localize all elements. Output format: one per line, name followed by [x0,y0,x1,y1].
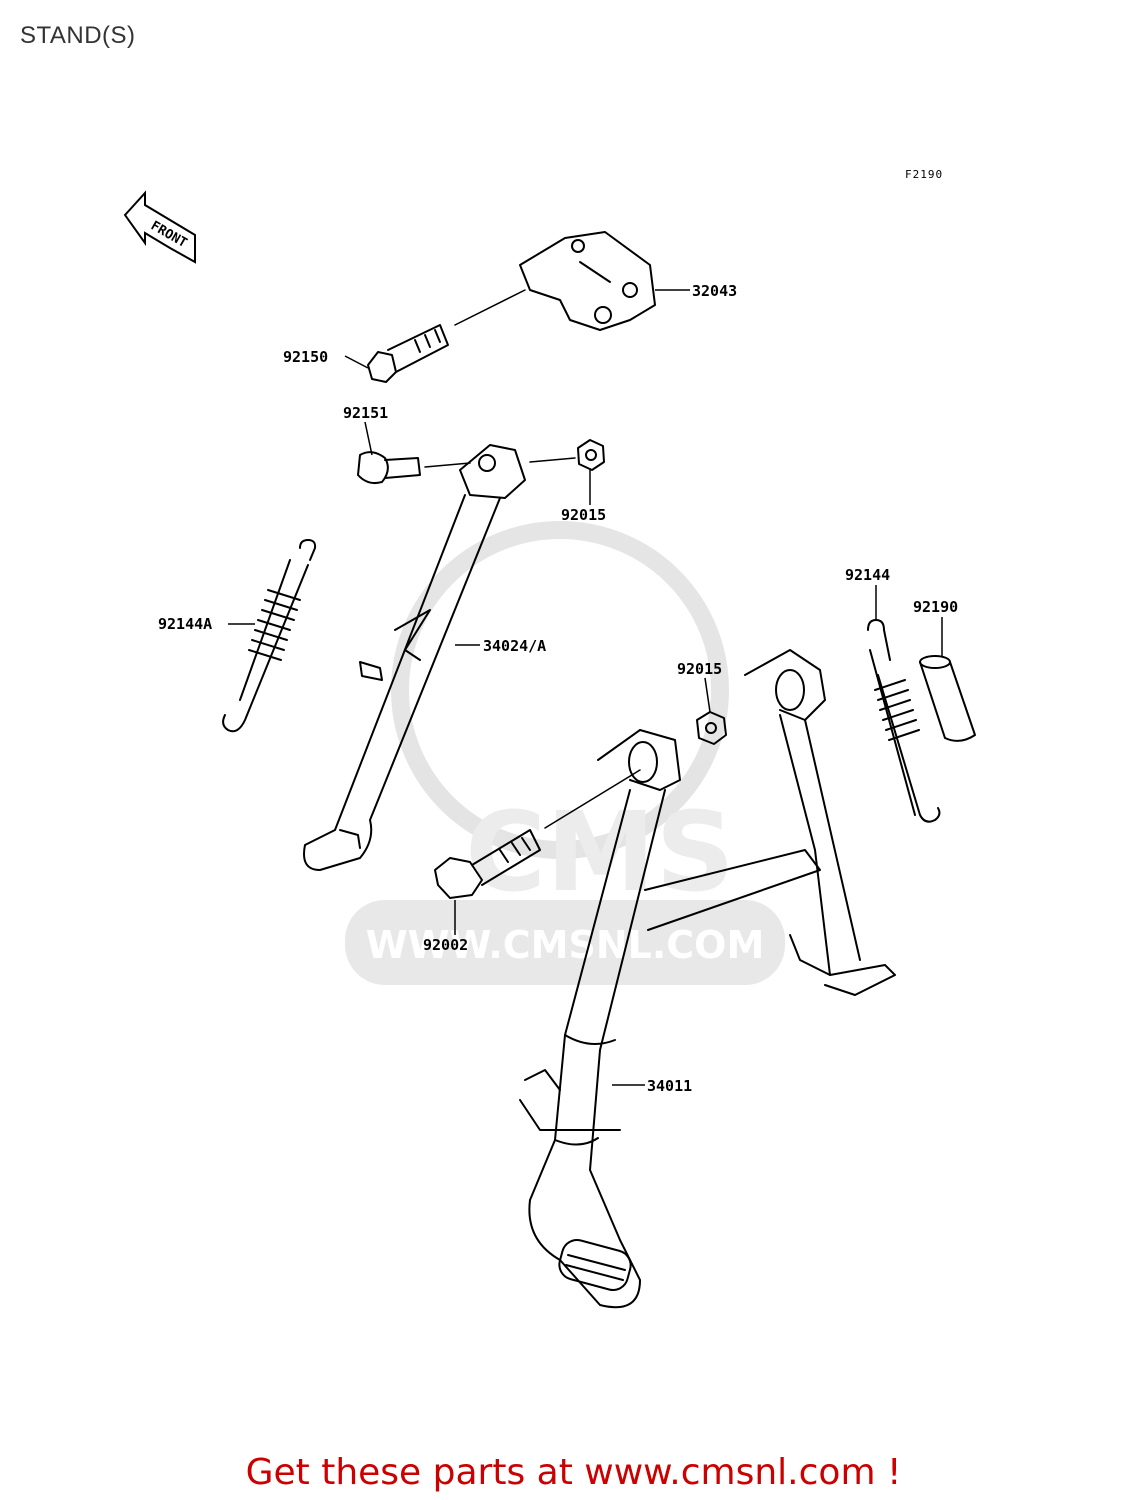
callout-32043: 32043 [692,282,737,300]
callout-92151: 92151 [343,404,388,422]
watermark-url: WWW.CMSNL.COM [366,923,765,967]
callout-34011: 34011 [647,1077,692,1095]
spring-92144 [867,619,941,823]
side-stand-34024 [303,444,526,871]
bolt-92150 [367,289,526,383]
diagram-code: F2190 [905,168,944,181]
pin-92151 [357,451,471,485]
callout-92002: 92002 [423,936,468,954]
callout-92015-mid: 92015 [677,660,722,678]
callout-92150: 92150 [283,348,328,366]
page-title: STAND(S) [20,22,136,49]
callout-34024A: 34024/A [483,637,546,655]
leader-lines [228,289,943,1086]
footer-cta-link[interactable]: Get these parts at www.cmsnl.com ! [245,1452,902,1493]
front-arrow-icon: FRONT [123,190,196,264]
bolt-92002 [434,769,641,899]
callouts: 32043 92150 92151 92015 92144A 34024/A 9… [158,282,958,1095]
bracket-32043 [519,231,656,331]
nut-92015-top [529,439,605,471]
callout-92144A: 92144A [158,615,212,633]
callout-92144: 92144 [845,566,890,584]
center-stand-34011 [519,649,896,1309]
callout-92015-top: 92015 [561,506,606,524]
watermark: CMS WWW.CMSNL.COM [345,521,785,985]
collar-92190 [919,655,976,742]
spring-92144A [222,539,317,733]
watermark-logo: CMS [465,788,734,916]
callout-92190: 92190 [913,598,958,616]
